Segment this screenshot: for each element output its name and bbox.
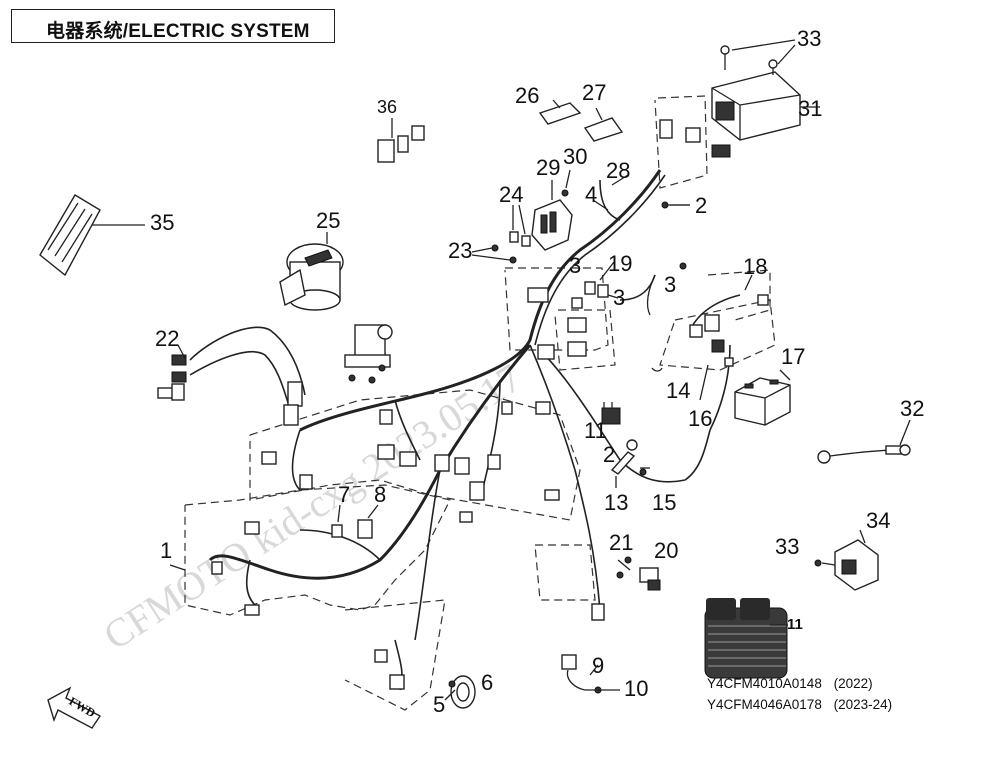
dashed-outlines [184, 95, 776, 711]
harness-connectors [211, 287, 605, 690]
callout-3a: 3 [569, 253, 582, 278]
callout-15: 15 [652, 490, 677, 515]
callout-21: 21 [609, 530, 634, 555]
callout-3b: 3 [613, 285, 626, 310]
title-box: 电器系统/ELECTRIC SYSTEM [11, 9, 335, 43]
callout-33b: 33 [775, 534, 800, 559]
part-17-battery [734, 369, 791, 426]
part-36-connector [377, 118, 425, 163]
callout-3c: 3 [664, 272, 677, 297]
part-35-module [39, 194, 145, 277]
page-title: 电器系统/ELECTRIC SYSTEM [46, 21, 310, 42]
callout-2a: 2 [695, 193, 708, 218]
callout-16: 16 [688, 406, 713, 431]
center-sensor-assembly [344, 324, 393, 384]
part-29-relay-box [471, 169, 573, 264]
callout-28: 28 [606, 158, 631, 183]
callout-27: 27 [582, 80, 607, 105]
callout-33a: 33 [797, 26, 822, 51]
ecu-31 [659, 39, 820, 158]
part-32-cable [817, 419, 911, 464]
part-number-2: Y4CFM4046A0178 (2023-24) [707, 697, 892, 712]
callout-24: 24 [499, 182, 524, 207]
callout-32: 32 [900, 396, 925, 421]
part-11-small [601, 402, 621, 425]
callout-7: 7 [338, 482, 351, 507]
callout-14: 14 [666, 378, 691, 403]
callout-30: 30 [563, 144, 588, 169]
callout-11-regulator: 11 [787, 616, 803, 633]
parts-26-27 [538, 99, 624, 142]
callout-36: 36 [377, 97, 398, 117]
part-number-1-code: Y4CFM4010A0148 [707, 676, 822, 691]
callout-13: 13 [604, 490, 629, 515]
callout-11: 11 [584, 418, 607, 443]
part-number-2-year: (2023-24) [833, 697, 893, 712]
leader-lines [169, 174, 690, 571]
part-number-1: Y4CFM4010A0148 (2022) [707, 676, 873, 691]
part-7-8 [331, 504, 379, 539]
callout-26: 26 [515, 83, 540, 108]
callout-23: 23 [448, 238, 473, 263]
part-13-bar [610, 439, 650, 488]
callout-29: 29 [536, 155, 561, 180]
part-5-6-horn [444, 675, 476, 709]
callout-17: 17 [781, 344, 806, 369]
callout-19: 19 [608, 251, 633, 276]
callout-31: 31 [798, 96, 823, 121]
callout-18: 18 [743, 254, 768, 279]
callout-6: 6 [481, 670, 494, 695]
callout-20: 20 [654, 538, 679, 563]
part-18-harness-area [651, 274, 769, 401]
callout-35: 35 [150, 210, 175, 235]
callout-9: 9 [592, 653, 605, 678]
part-20-21 [616, 556, 661, 591]
callout-1: 1 [160, 538, 173, 563]
callout-4: 4 [585, 182, 598, 207]
part-number-1-year: (2022) [833, 676, 873, 691]
part-34-relay [814, 529, 879, 591]
part-9-10 [561, 654, 620, 694]
fwd-arrow [47, 686, 102, 729]
part-number-2-code: Y4CFM4046A0178 [707, 697, 822, 712]
part-22-sensors [157, 326, 306, 426]
callout-2b: 2 [603, 442, 616, 467]
callout-10: 10 [624, 676, 649, 701]
callout-8: 8 [374, 482, 387, 507]
callout-25: 25 [316, 208, 341, 233]
part-25-ignition-switch [279, 232, 344, 311]
callout-22: 22 [155, 326, 180, 351]
callout-34: 34 [866, 508, 891, 533]
callout-5: 5 [433, 692, 446, 717]
main-harness [208, 169, 741, 691]
part-11-regulator-image [704, 598, 788, 679]
